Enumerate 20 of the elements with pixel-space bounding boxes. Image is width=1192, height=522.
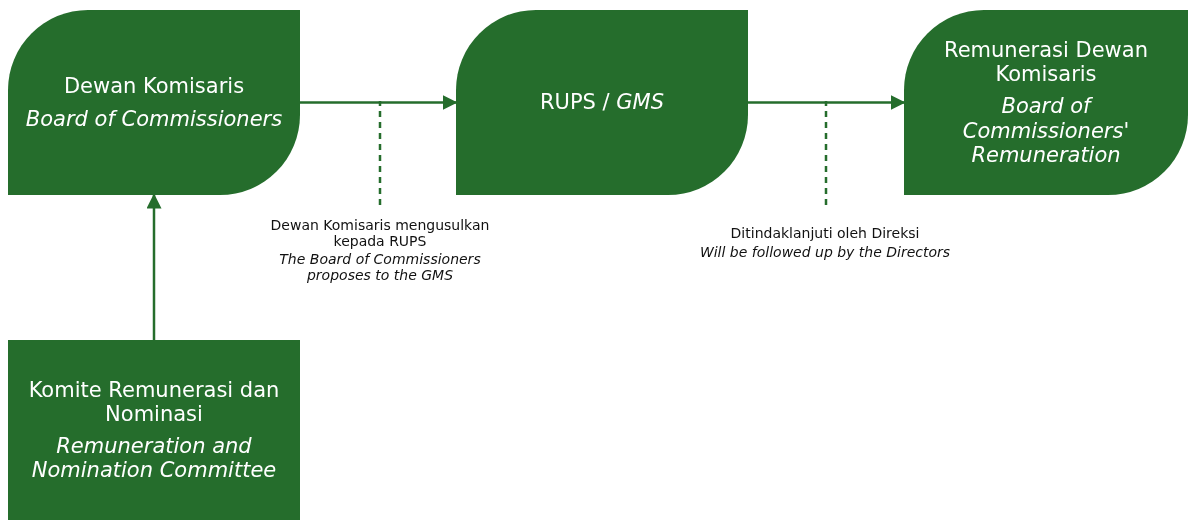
- process-box: [8, 340, 300, 520]
- indonesian-label: RUPS / GMS: [539, 90, 665, 115]
- english-label: Board of Commissioners: [25, 106, 283, 131]
- process-box: [8, 10, 300, 195]
- english-label: Board of Commissioners' Remuneration: [961, 94, 1131, 167]
- english-label: Remuneration and Nomination Committee: [30, 434, 278, 483]
- leader-line: [378, 101, 382, 205]
- arrow: [300, 95, 458, 110]
- indonesian-label: Dewan Komisaris: [63, 74, 245, 99]
- english-label: Will be followed up by the Directors: [699, 243, 951, 260]
- indonesian-label: Ditindaklanjuti oleh Direksi: [730, 225, 920, 242]
- indonesian-label: Dewan Komisaris mengusulkan kepada RUPS: [269, 216, 491, 249]
- process-box: [904, 10, 1188, 195]
- leader-line: [824, 101, 828, 205]
- process-box: [456, 10, 748, 195]
- arrow: [146, 193, 162, 340]
- arrow: [748, 95, 906, 110]
- english-label: The Board of Commissioners proposes to the GMS: [278, 251, 482, 284]
- indonesian-label: Komite Remunerasi dan Nominasi: [27, 377, 281, 426]
- indonesian-label: Remunerasi Dewan Komisaris: [943, 38, 1149, 87]
